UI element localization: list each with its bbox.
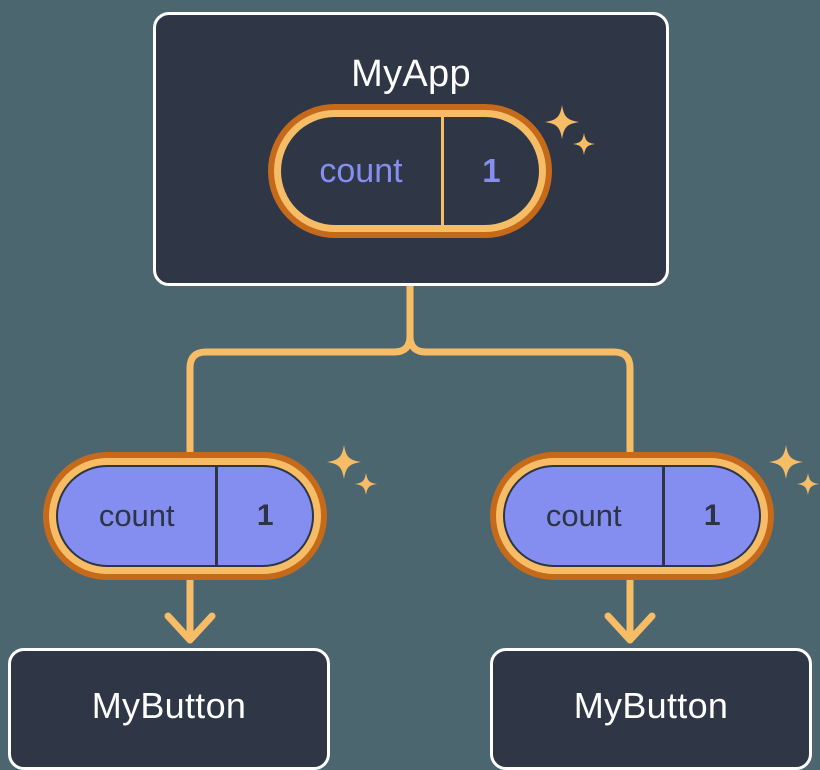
signal-name: count — [319, 151, 403, 190]
signal-pill-right[interactable]: count 1 — [490, 452, 774, 580]
sparkle-icon — [327, 445, 361, 479]
node-mybutton-right[interactable]: MyButton — [490, 648, 812, 770]
sparkle-group-left — [320, 443, 382, 510]
signal-pill-body: count 1 — [281, 117, 539, 225]
signal-value: 1 — [662, 467, 759, 565]
signal-pill-body: count 1 — [503, 465, 761, 567]
node-mybutton-title: MyButton — [573, 685, 729, 726]
sparkle-small-icon — [355, 473, 377, 495]
branch-connector-icon — [406, 282, 634, 459]
signal-pill-body: count 1 — [56, 465, 314, 567]
signal-value: 1 — [215, 467, 312, 565]
node-myapp-title: MyApp — [351, 53, 471, 95]
signal-name: count — [98, 498, 175, 533]
signal-pill-left[interactable]: count 1 — [43, 452, 327, 580]
signal-name: count — [545, 498, 622, 533]
arrow-down-icon — [604, 574, 656, 644]
signal-pill-ring: count 1 — [274, 110, 546, 232]
branch-connector-left-icon — [186, 332, 414, 459]
arrow-down-icon — [164, 574, 216, 644]
node-mybutton-left[interactable]: MyButton — [8, 648, 330, 770]
signal-pill-ring: count 1 — [496, 458, 768, 574]
signal-value: 1 — [440, 117, 539, 225]
signal-pill-ring: count 1 — [49, 458, 321, 574]
sparkle-small-icon — [797, 473, 819, 495]
node-mybutton-title: MyButton — [91, 685, 247, 726]
signal-pill-myapp[interactable]: count 1 — [268, 104, 552, 238]
sparkle-icon — [769, 445, 803, 479]
